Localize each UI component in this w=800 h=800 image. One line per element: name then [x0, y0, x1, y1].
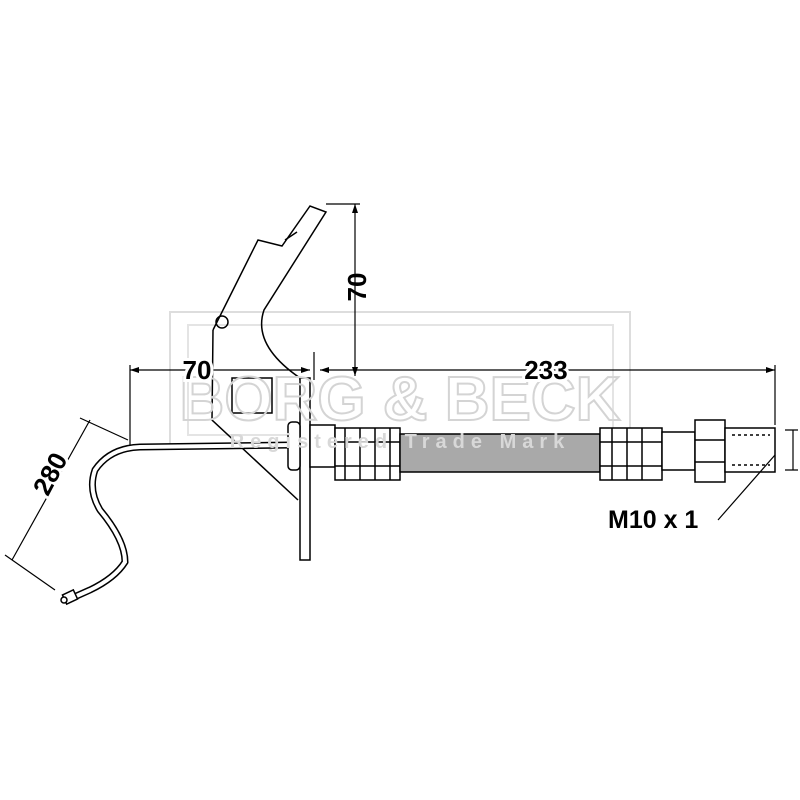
- rubber-hose: [399, 433, 601, 473]
- dimension-lines: [4, 203, 798, 591]
- dimension-pipe-length: 280: [27, 448, 74, 500]
- steel-pipe-inner: [71, 443, 293, 600]
- thread-spec: M10 x 1: [608, 506, 698, 534]
- dimension-hose-length: 233: [524, 355, 567, 385]
- dimension-bracket-height: 70: [342, 273, 372, 302]
- mounting-bracket: [211, 205, 328, 501]
- dimension-bracket-offset: 70: [183, 355, 212, 385]
- hose-assembly: [287, 419, 776, 483]
- pipe-end-fitting: [60, 588, 79, 606]
- dimension-arrows: [130, 204, 775, 376]
- mounting-plate: [299, 377, 311, 561]
- watermark-brand: BORG & BECK: [180, 365, 621, 434]
- watermark: BORG & BECK Registered Trade Mark: [179, 364, 622, 453]
- watermark-subtitle: Registered Trade Mark: [230, 431, 571, 453]
- steel-pipe: [68, 441, 296, 602]
